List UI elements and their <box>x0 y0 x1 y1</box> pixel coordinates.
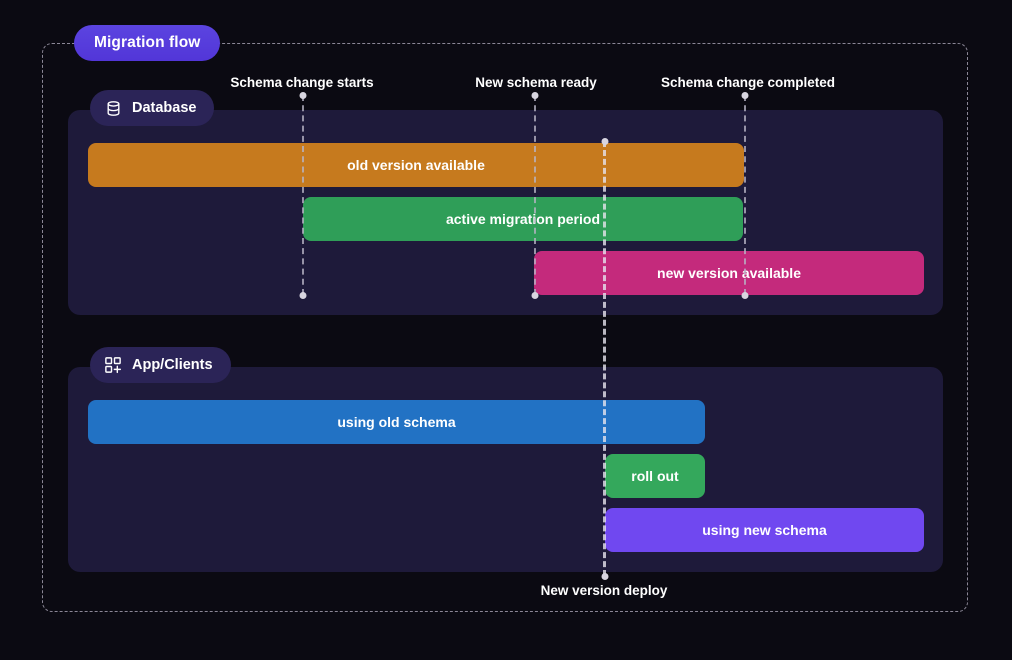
marker-dot-new-schema-ready-start <box>531 91 539 99</box>
marker-dot-schema-change-starts-start <box>299 91 307 99</box>
lane-chip-database-label: Database <box>132 100 197 116</box>
marker-dot-new-version-deploy-start <box>601 137 608 145</box>
bar-roll-out: roll out <box>605 454 705 498</box>
flow-title-label: Migration flow <box>94 34 201 51</box>
bar-using-old-schema: using old schema <box>88 400 705 444</box>
lane-chip-appclients-label: App/Clients <box>132 357 213 373</box>
marker-line-new-version-deploy <box>603 141 606 576</box>
marker-label-new-schema-ready: New schema ready <box>475 75 597 90</box>
marker-dot-new-version-deploy-end <box>601 572 608 580</box>
bar-label-new-version-available: new version available <box>657 265 801 281</box>
bar-label-old-version-available: old version available <box>347 157 485 173</box>
marker-label-new-version-deploy: New version deploy <box>540 583 668 598</box>
marker-dot-schema-change-starts-end <box>299 291 307 299</box>
marker-dot-schema-change-completed-end <box>741 291 749 299</box>
bar-label-using-old-schema: using old schema <box>337 414 456 430</box>
bar-active-migration-period: active migration period <box>303 197 743 241</box>
marker-line-new-schema-ready <box>534 95 536 295</box>
flow-title-chip: Migration flow <box>74 25 221 61</box>
marker-label-schema-change-completed: Schema change completed <box>660 75 836 90</box>
bar-new-version-available: new version available <box>534 251 924 295</box>
lane-chip-appclients: App/Clients <box>90 347 231 383</box>
bar-using-new-schema: using new schema <box>605 508 924 552</box>
bar-label-using-new-schema: using new schema <box>702 522 827 538</box>
bar-label-active-migration-period: active migration period <box>445 211 601 227</box>
marker-dot-new-schema-ready-end <box>531 291 539 299</box>
marker-line-schema-change-completed <box>744 95 746 295</box>
bar-old-version-available: old version available <box>88 143 744 187</box>
lane-chip-database: Database <box>90 90 215 126</box>
marker-dot-schema-change-completed-start <box>741 91 749 99</box>
grid-plus-icon <box>104 356 122 374</box>
marker-label-schema-change-starts: Schema change starts <box>230 75 374 90</box>
bar-label-roll-out: roll out <box>631 468 679 484</box>
database-icon <box>104 99 122 117</box>
diagram-dashed-frame <box>42 43 968 612</box>
marker-line-schema-change-starts <box>302 95 304 295</box>
